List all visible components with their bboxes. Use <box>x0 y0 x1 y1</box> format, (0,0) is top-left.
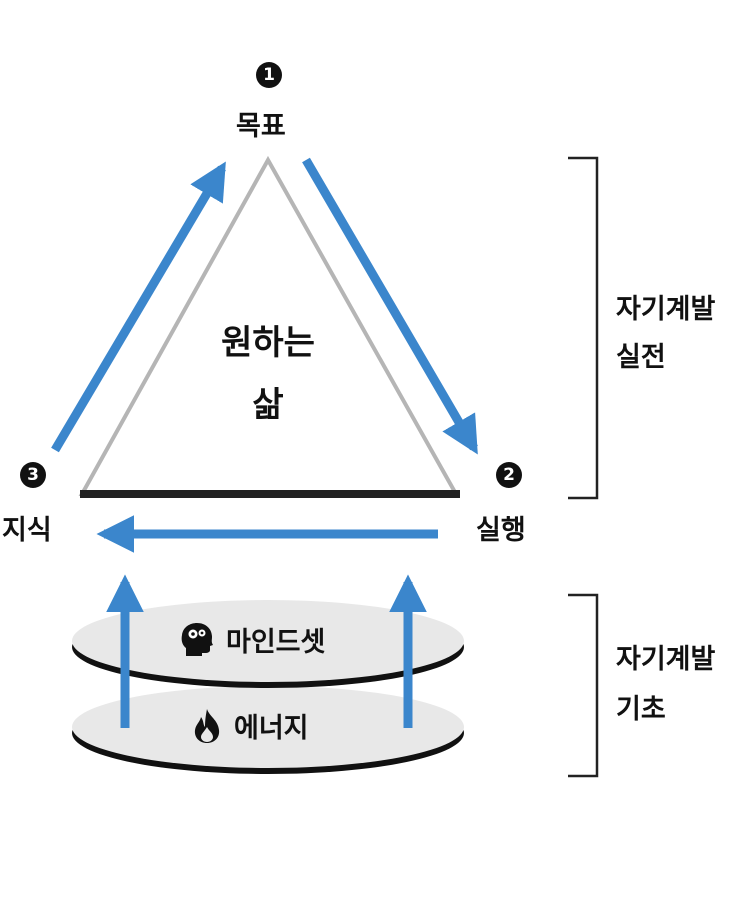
center-title-line2: 삶 <box>252 385 284 425</box>
flame-icon <box>192 708 222 744</box>
arrow-goal-to-action <box>302 157 478 455</box>
triangle-base-bar <box>80 490 460 498</box>
mindset-label: 마인드셋 <box>226 627 326 658</box>
center-title-line1: 원하는 <box>221 323 315 363</box>
knowledge-number: 3 <box>20 462 46 488</box>
action-number: 2 <box>496 462 522 488</box>
action-label: 실행 <box>476 515 526 546</box>
practice-label-line2: 실전 <box>616 342 666 373</box>
mindset-layer: 마인드셋 <box>180 620 325 659</box>
energy-disk <box>72 686 464 768</box>
bracket-practice <box>568 156 599 500</box>
head-gears-icon <box>180 622 214 658</box>
goal-label: 목표 <box>236 111 286 142</box>
knowledge-label: 지식 <box>2 515 52 546</box>
foundation-label-line1: 자기계발 <box>616 644 716 675</box>
mindset-disk <box>72 600 464 682</box>
bracket-foundation <box>568 593 599 778</box>
foundation-label-line2: 기초 <box>616 694 666 725</box>
arrow-knowledge-to-goal <box>51 161 226 453</box>
energy-layer: 에너지 <box>192 706 309 745</box>
practice-label-line1: 자기계발 <box>616 294 716 325</box>
goal-number: 1 <box>256 62 282 88</box>
energy-label: 에너지 <box>234 713 309 744</box>
